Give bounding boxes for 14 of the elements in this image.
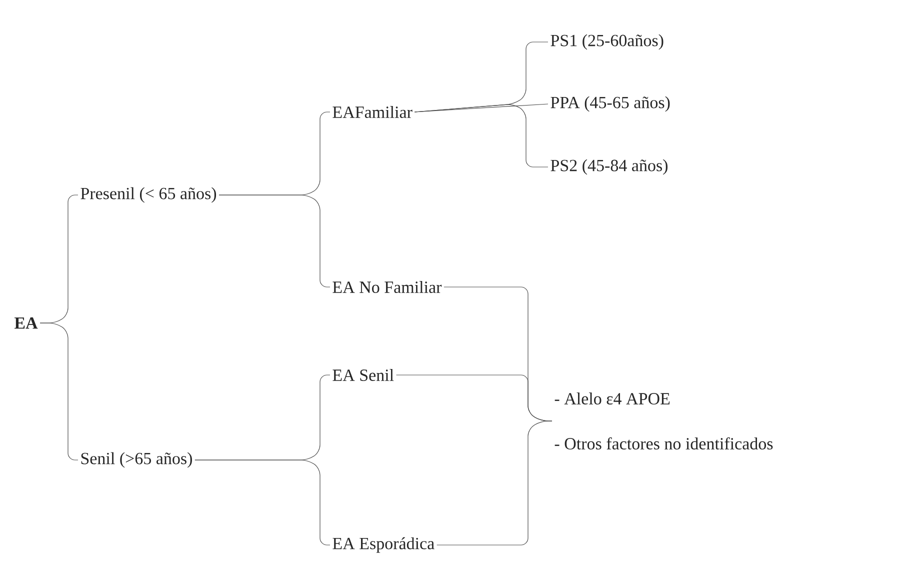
category-label: PPA (45-65 años) — [550, 96, 670, 112]
category-label: EA — [14, 317, 38, 329]
brace-connector — [414, 104, 548, 168]
category-label: Senil (>65 años) — [81, 452, 192, 468]
factor-list: - Alelo ε4 APOE - Otros factores no identificados — [554, 392, 773, 450]
category-label: EA No Familiar — [332, 281, 442, 293]
category-label: EAFamiliar — [332, 106, 412, 118]
brace-connector — [436, 420, 552, 546]
category-label: EA Esporádica — [332, 537, 434, 553]
category-label: PS2 (45-84 años) — [550, 159, 668, 175]
category-label: EA Senil — [332, 369, 394, 381]
category-label: Presenil (< 65 años) — [80, 187, 216, 203]
category-label: PS1 (25-60años) — [550, 34, 664, 50]
brace-connector — [414, 104, 548, 112]
